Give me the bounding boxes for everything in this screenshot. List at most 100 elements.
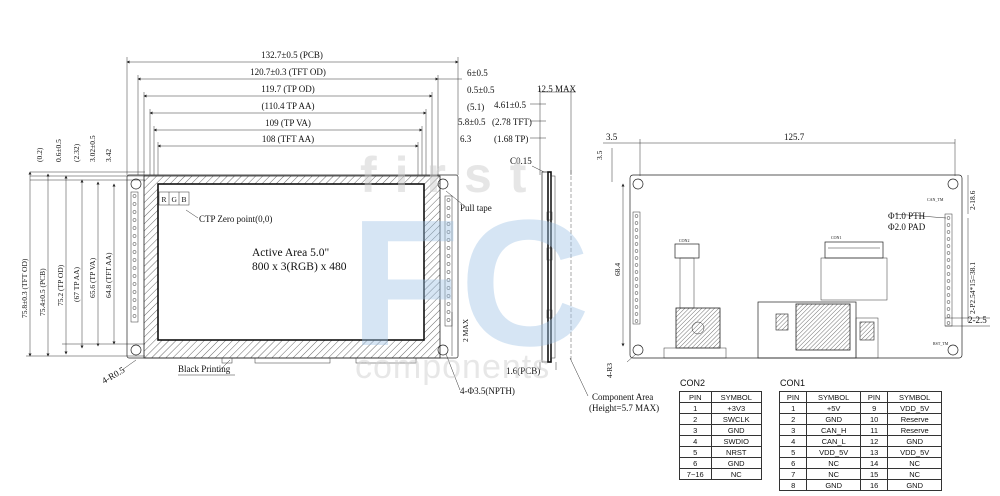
- table-cell: NC: [806, 468, 861, 480]
- back-view: 3.5 125.7 3.5 68.4 CAN_TM RST_TM CON1 CO…: [595, 132, 990, 378]
- dim-tp-va-height: 65.6 (TP VA): [88, 257, 97, 298]
- con2-hatched-block: [675, 307, 721, 349]
- front-left-dimensions: (0.2) 0.6±0.5 (2.32) 3.02±0.5 3.42: [30, 135, 145, 181]
- table-cell: VDD_5V: [806, 446, 861, 458]
- subpixel-b: B: [182, 195, 187, 204]
- front-right-dimensions: 6±0.5 0.5±0.5 (5.1) 5.8±0.5 6.3: [438, 68, 495, 144]
- table-cell: CAN_H: [806, 424, 861, 436]
- pin-header-right: [444, 195, 453, 327]
- bottom-tab: [221, 357, 233, 364]
- table-header-row: PIN SYMBOL: [679, 391, 763, 403]
- two-max-label: 2 MAX: [461, 318, 470, 342]
- dim-pcb-width: 132.7±0.5 (PCB): [261, 50, 323, 60]
- front-view: 132.7±0.5 (PCB) 120.7±0.3 (TFT OD) 119.7…: [20, 50, 515, 396]
- component-area-height: (Height=5.7 MAX): [589, 403, 659, 413]
- pitch-a-label: 2-18.6: [968, 190, 977, 210]
- dim-left-3: 3.02±0.5: [88, 135, 97, 162]
- back-corner-label: 4-R3: [605, 363, 614, 378]
- table-cell: 2: [778, 413, 808, 425]
- dim-right-1: 0.5±0.5: [467, 85, 495, 95]
- side-dim-2: (1.68 TP): [494, 134, 528, 144]
- table-cell: 8: [778, 479, 808, 491]
- dim-right-2: (5.1): [467, 102, 484, 112]
- back-width: 125.7: [784, 132, 805, 142]
- table-cell: 15: [859, 468, 889, 480]
- table-cell: 13: [859, 446, 889, 458]
- table-cell: 5: [778, 446, 808, 458]
- back-silk-2: RST_TM: [933, 341, 949, 346]
- mount-hole-tr: [437, 178, 449, 190]
- black-printing-label: Black Printing: [178, 364, 231, 374]
- con1-header-symbol-a: SYMBOL: [806, 391, 861, 403]
- watermark: first FC components: [350, 147, 590, 386]
- back-hole-br: [947, 344, 959, 356]
- table-cell: 1: [679, 402, 712, 414]
- active-area-size: Active Area 5.0": [252, 247, 329, 259]
- active-area: [157, 183, 425, 341]
- table-cell: GND: [806, 413, 861, 425]
- dim-right-4: 6.3: [460, 134, 472, 144]
- table-cell: GND: [887, 435, 942, 447]
- table-cell: SWCLK: [710, 413, 763, 425]
- table-cell: 7~16: [679, 468, 712, 480]
- con1-connector: [824, 241, 884, 259]
- back-pin-header-right: [944, 213, 953, 327]
- table-cell: 3: [778, 424, 808, 436]
- table-cell: 12: [859, 435, 889, 447]
- table-cell: GND: [710, 457, 763, 469]
- side-dim-0: 4.61±0.5: [494, 100, 526, 110]
- mount-hole-br: [437, 344, 449, 356]
- side-view: 12.5 MAX 4.61±0.5 (2.78 TFT) (1.68 TP) C…: [492, 84, 659, 413]
- mount-hole-bl: [130, 344, 142, 356]
- front-vertical-dimensions: 75.8±0.3 (TFT OD) 75.4±0.5 (PCB) 75.2 (T…: [20, 171, 145, 357]
- dim-right-0: 6±0.5: [467, 68, 488, 78]
- back-silk-1: CAN_TM: [927, 197, 944, 202]
- dim-left-4: 3.42: [104, 149, 113, 162]
- corner-radius-label: 4-R0.5: [100, 364, 127, 385]
- back-offset-y: 3.5: [595, 150, 604, 160]
- table-cell: Reserve: [887, 424, 942, 436]
- table-cell: 4: [778, 435, 808, 447]
- front-top-dimensions: 132.7±0.5 (PCB) 120.7±0.3 (TFT OD) 119.7…: [126, 50, 459, 175]
- dim-tp-od-width: 119.7 (TP OD): [261, 84, 315, 94]
- pull-tape-label: Pull tape: [460, 203, 492, 213]
- con2-connector: [674, 243, 700, 259]
- watermark-fc: FC: [350, 183, 590, 384]
- back-silk-3: CON1: [831, 235, 841, 240]
- table-cell: VDD_5V: [887, 402, 942, 414]
- side-dim-1: (2.78 TFT): [492, 117, 532, 127]
- table-cell: VDD_5V: [887, 446, 942, 458]
- table-cell: NC: [887, 457, 942, 469]
- component-area-label: Component Area: [592, 392, 653, 402]
- back-hole-tl: [632, 178, 644, 190]
- dim-tft-od-height: 75.8±0.3 (TFT OD): [20, 258, 29, 318]
- table-cell: 6: [679, 457, 712, 469]
- table-cell: NC: [887, 468, 942, 480]
- pad-label: Φ2.0 PAD: [888, 222, 926, 232]
- table-cell: 10: [859, 413, 889, 425]
- dim-left-2: (2.32): [72, 143, 81, 162]
- watermark-components: components: [355, 348, 550, 386]
- watermark-first: first: [360, 147, 544, 203]
- con1-header-pin-b: PIN: [859, 391, 889, 403]
- table-cell: NC: [806, 457, 861, 469]
- back-offset-x: 3.5: [606, 132, 618, 142]
- table-cell: +5V: [806, 402, 861, 414]
- table-cell: 16: [859, 479, 889, 491]
- table-cell: GND: [887, 479, 942, 491]
- ctp-zero-label: CTP Zero point(0,0): [199, 214, 272, 224]
- bottom-connector-right: [355, 357, 417, 364]
- table-cell: 7: [778, 468, 808, 480]
- dim-tft-aa-height: 64.8 (TFT AA): [104, 252, 113, 298]
- dim-tp-od-height: 75.2 (TP OD): [56, 264, 65, 306]
- table-header-row: PIN SYMBOL PIN SYMBOL: [778, 391, 942, 403]
